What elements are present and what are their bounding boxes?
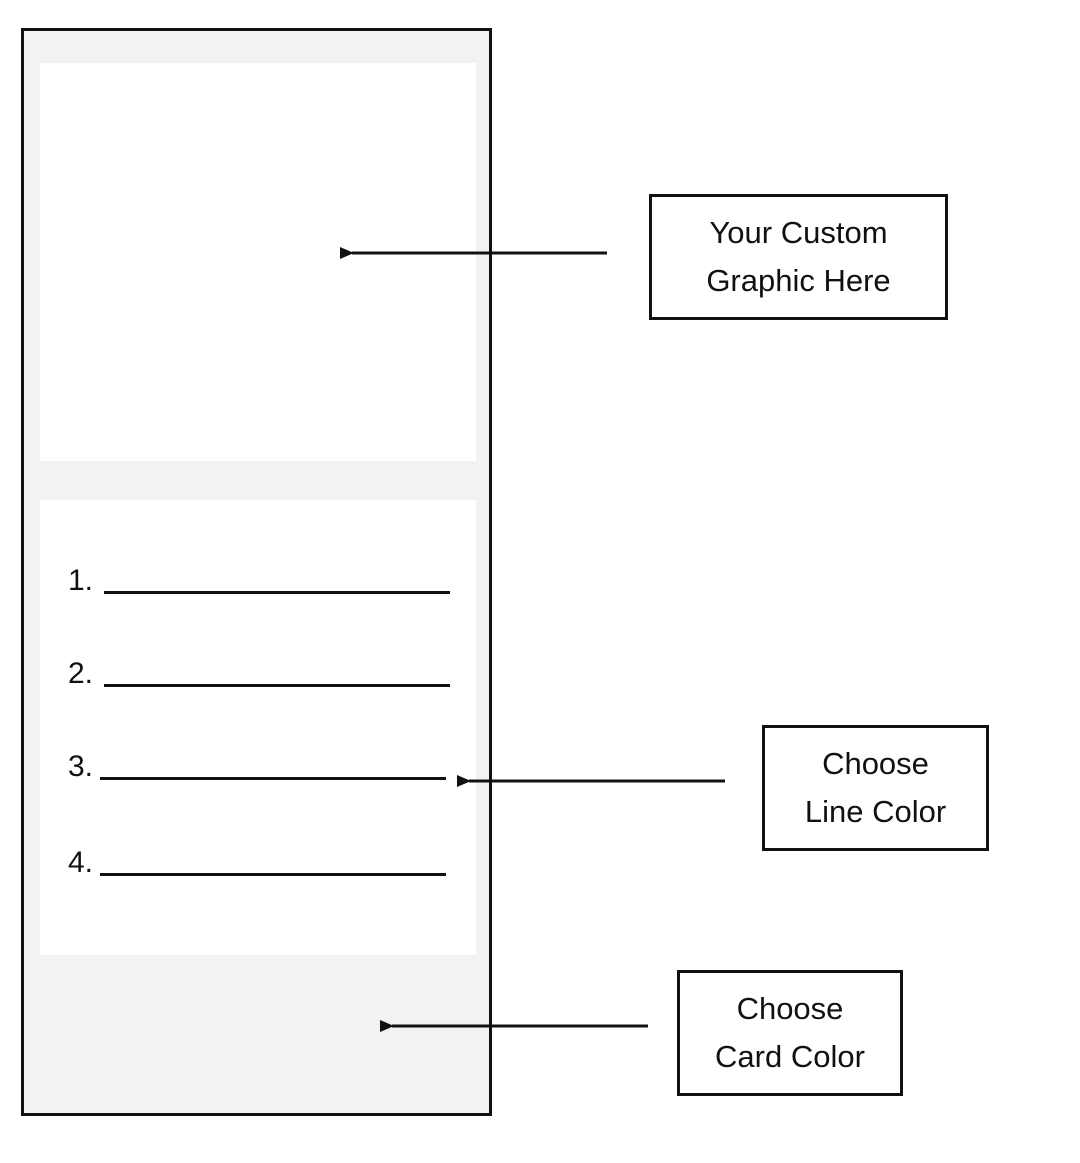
write-line <box>100 873 446 876</box>
callout-graphic-line1: Your Custom <box>709 215 888 250</box>
numbered-lines-area <box>40 500 476 955</box>
list-item: 3. <box>68 742 458 782</box>
list-number: 4. <box>68 846 94 879</box>
list-item: 4. <box>68 838 458 878</box>
callout-card-color-line2: Card Color <box>715 1039 865 1074</box>
list-item: 1. <box>68 556 458 596</box>
custom-graphic-area <box>40 63 476 461</box>
callout-graphic: Your Custom Graphic Here <box>649 194 948 320</box>
write-line <box>104 684 450 687</box>
list-number: 1. <box>68 564 94 597</box>
write-line <box>100 777 446 780</box>
write-line <box>104 591 450 594</box>
callout-line-color: Choose Line Color <box>762 725 989 851</box>
callout-graphic-line2: Graphic Here <box>706 263 891 298</box>
callout-card-color: Choose Card Color <box>677 970 903 1096</box>
list-item: 2. <box>68 649 458 689</box>
callout-card-color-line1: Choose <box>736 991 844 1026</box>
callout-line-color-line2: Line Color <box>804 794 947 829</box>
callout-line-color-line1: Choose <box>822 746 929 781</box>
list-number: 2. <box>68 657 94 690</box>
list-number: 3. <box>68 750 94 783</box>
